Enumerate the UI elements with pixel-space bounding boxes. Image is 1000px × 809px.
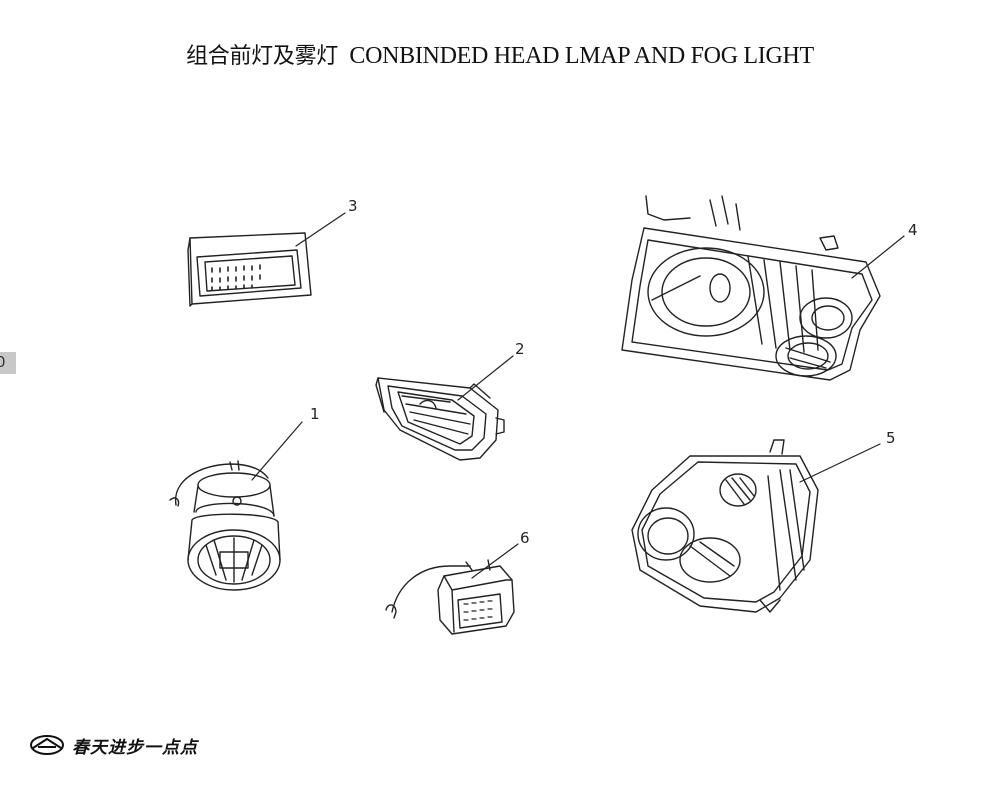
- left-headlamp-icon: [621, 195, 881, 381]
- brand-slogan: 春天进步一点点: [72, 737, 198, 758]
- leader-line-1: [251, 421, 303, 481]
- right-headlamp-icon: [631, 439, 819, 613]
- page-edge-tab: 0: [0, 352, 16, 374]
- fog-light-icon: [375, 377, 505, 461]
- callout-6: 6: [520, 529, 530, 547]
- leader-line-3: [295, 212, 346, 247]
- callout-1: 1: [310, 405, 320, 423]
- connector-harness-icon: [385, 559, 515, 635]
- callout-4: 4: [908, 221, 918, 239]
- callout-3: 3: [348, 197, 358, 215]
- footer-brand: 春天进步一点点: [28, 730, 198, 760]
- leader-lines: [251, 212, 905, 579]
- callout-5: 5: [886, 429, 896, 447]
- title-chinese: 组合前灯及雾灯: [186, 44, 338, 69]
- bulb-socket-icon: [169, 460, 281, 591]
- leader-line-6: [471, 543, 519, 579]
- page-edge-tab-text: 0: [0, 353, 6, 371]
- side-marker-light-icon: [187, 232, 312, 307]
- leader-line-4: [851, 235, 905, 279]
- page-title: 组合前灯及雾灯 CONBINDED HEAD LMAP AND FOG LIGH…: [0, 38, 1000, 70]
- brand-logo-icon: [30, 735, 64, 755]
- callout-2: 2: [515, 340, 525, 358]
- title-english: CONBINDED HEAD LMAP AND FOG LIGHT: [349, 43, 814, 69]
- leader-line-5: [799, 443, 881, 483]
- leader-line-2: [457, 355, 514, 401]
